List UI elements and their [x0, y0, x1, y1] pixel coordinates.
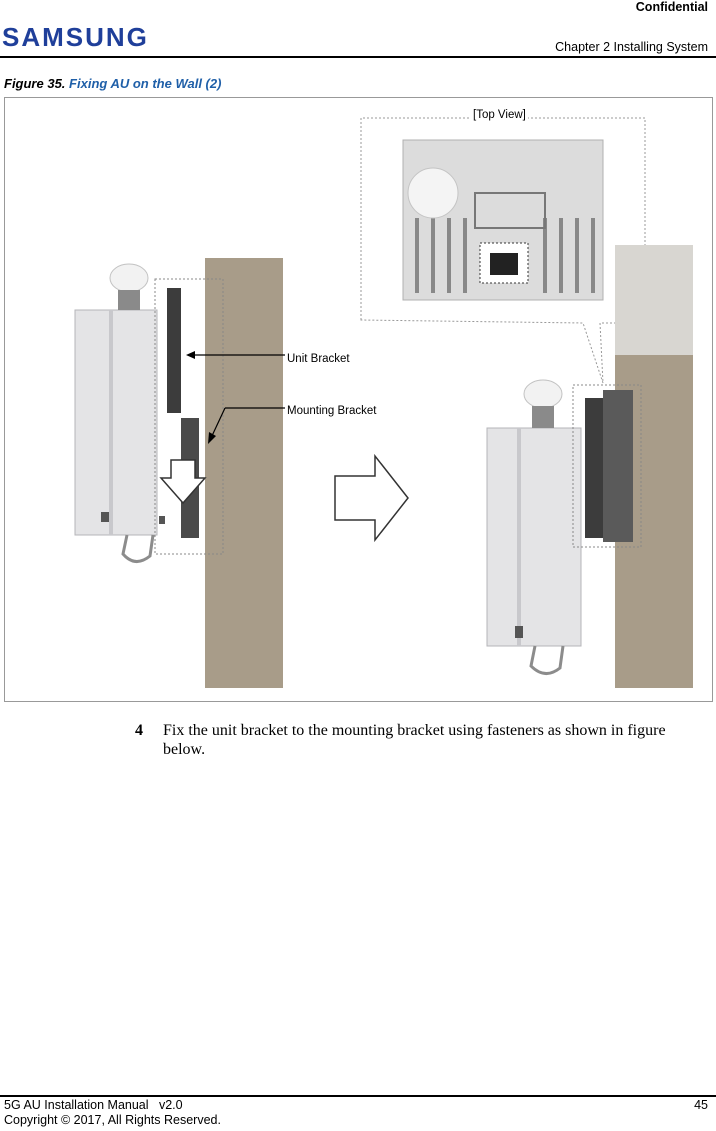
au-body-right	[486, 427, 582, 647]
confidential-label: Confidential	[635, 0, 708, 14]
top-view-label: [Top View]	[471, 109, 528, 121]
samsung-logo: SAMSUNG	[2, 22, 148, 50]
step-4: 4 Fix the unit bracket to the mounting b…	[135, 721, 710, 759]
copyright: Copyright © 2017, All Rights Reserved.	[4, 1113, 221, 1127]
step-text: Fix the unit bracket to the mounting bra…	[163, 722, 666, 758]
figure-title: Fixing AU on the Wall (2)	[69, 76, 222, 91]
figure-illustration: [Top View] Unit Bracket Mounting Bracket	[4, 97, 713, 702]
step-number: 4	[135, 722, 143, 739]
manual-version: 5G AU Installation Manual v2.0	[4, 1098, 183, 1112]
unit-bracket-label: Unit Bracket	[285, 353, 352, 365]
unit-bracket-left	[167, 288, 181, 413]
svg-text:SAMSUNG: SAMSUNG	[2, 22, 148, 50]
wall-left	[205, 258, 283, 688]
header-divider	[0, 56, 716, 58]
footer-divider	[0, 1095, 716, 1097]
au-body-left	[74, 309, 158, 536]
unit-bracket-right	[585, 398, 603, 538]
mounting-bracket-label: Mounting Bracket	[285, 405, 379, 417]
top-view-antenna	[407, 167, 459, 219]
down-arrow	[159, 459, 207, 505]
antenna-dome-right	[523, 379, 563, 409]
installation-diagram	[74, 117, 693, 688]
transition-arrow	[334, 453, 409, 543]
antenna-dome-left	[109, 263, 149, 293]
footer-info: 5G AU Installation Manual v2.0 Copyright…	[4, 1098, 221, 1128]
figure-caption: Figure 35. Fixing AU on the Wall (2)	[4, 76, 221, 91]
chapter-title: Chapter 2 Installing System	[555, 40, 708, 54]
figure-number: Figure 35.	[4, 76, 66, 91]
page-number: 45	[694, 1098, 708, 1112]
